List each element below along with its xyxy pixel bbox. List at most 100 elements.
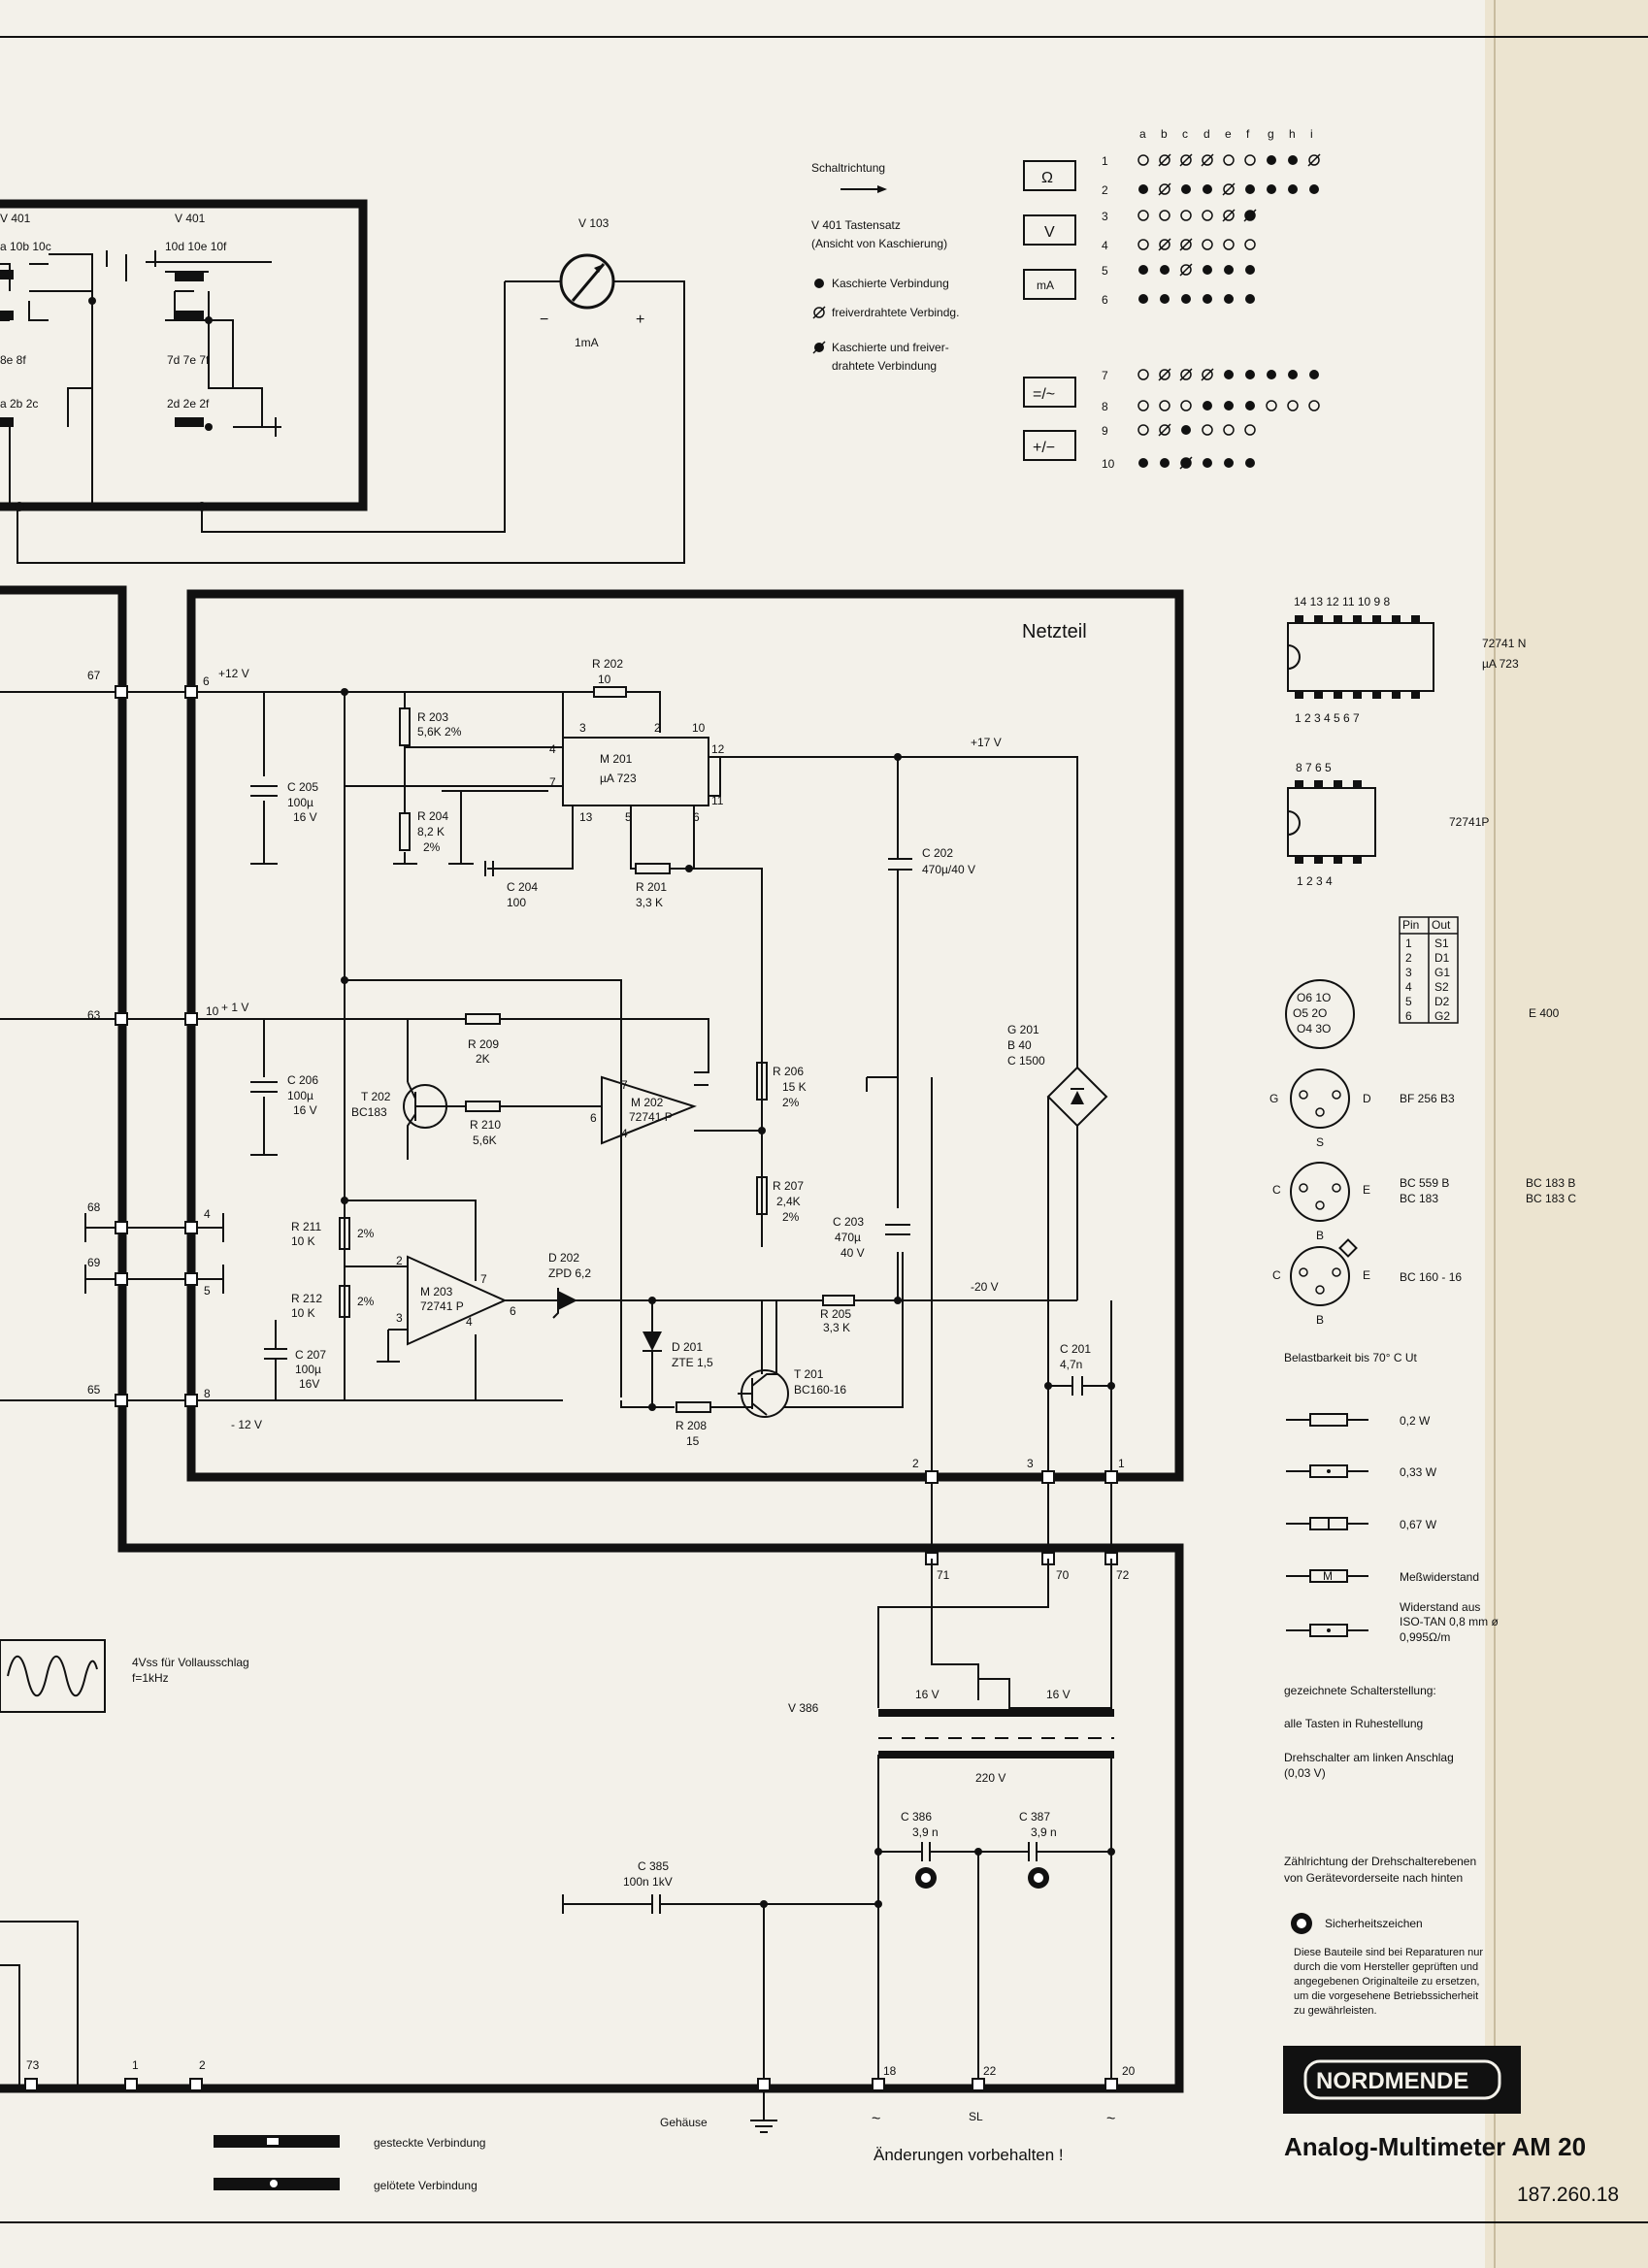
matrix-cell bbox=[1137, 239, 1149, 250]
c205-voltage: 16 V bbox=[293, 810, 317, 824]
matrix-cell bbox=[1267, 370, 1276, 379]
key-milliamp: mA bbox=[1037, 279, 1054, 292]
pin-20: 20 bbox=[1122, 2064, 1136, 2078]
m203-pin3: 3 bbox=[396, 1311, 403, 1325]
sl-label: SL bbox=[969, 2110, 983, 2123]
product-title: Analog-Multimeter AM 20 bbox=[1284, 2132, 1586, 2161]
matrix-cell bbox=[1245, 294, 1255, 304]
rating-label: 0,33 W bbox=[1400, 1465, 1437, 1479]
matrix-cell bbox=[1245, 265, 1255, 275]
rating-label: Meßwiderstand bbox=[1400, 1570, 1479, 1584]
r203-label: R 203 bbox=[417, 710, 448, 724]
note-5: Zählrichtung der Drehschalterebenen bbox=[1284, 1855, 1476, 1868]
matrix-col-label: d bbox=[1203, 127, 1210, 141]
g201-b40: B 40 bbox=[1007, 1038, 1032, 1052]
matrix-cell bbox=[1223, 424, 1235, 436]
matrix-cell bbox=[1181, 294, 1191, 304]
r212-tolerance: 2% bbox=[357, 1295, 375, 1308]
label-minus12: - 12 V bbox=[231, 1418, 262, 1431]
bc183c-type: BC 183 C bbox=[1526, 1192, 1576, 1205]
c387-value: 3,9 n bbox=[1031, 1825, 1057, 1839]
matrix-cell bbox=[1224, 370, 1234, 379]
connection-legend: gesteckte Verbindung gelötete Verbindung… bbox=[214, 2135, 1064, 2192]
pin-table-cell: G2 bbox=[1434, 1009, 1450, 1023]
matrix-cell bbox=[1180, 210, 1192, 221]
c386-label: C 386 bbox=[901, 1810, 932, 1824]
meter-minus: − bbox=[540, 312, 548, 328]
c207-label: C 207 bbox=[295, 1348, 326, 1362]
r208-value: 15 bbox=[686, 1434, 700, 1448]
pin-table-cell: 6 bbox=[1405, 1009, 1412, 1023]
matrix-cell bbox=[1224, 265, 1234, 275]
matrix-cell bbox=[1138, 458, 1148, 468]
matrix-cell bbox=[1244, 424, 1256, 436]
m201-pin7: 7 bbox=[549, 775, 556, 789]
r211-label: R 211 bbox=[291, 1220, 321, 1233]
matrix-col-label: g bbox=[1268, 127, 1274, 141]
branding: NORDMENDE Analog-Multimeter AM 20 187.26… bbox=[1283, 2046, 1619, 2206]
switch-pins-2-right: 2d 2e 2f bbox=[167, 397, 210, 411]
can-pins-row3: O4 3O bbox=[1297, 1022, 1331, 1035]
matrix-col-label: e bbox=[1225, 127, 1232, 141]
key-ac-dc: =/~ bbox=[1033, 386, 1055, 403]
gesteckt-label: gesteckte Verbindung bbox=[374, 2136, 485, 2150]
m202-pin7: 7 bbox=[621, 1078, 628, 1092]
safety-text-2: durch die vom Hersteller geprüften und bbox=[1294, 1961, 1478, 1973]
m201-pin3: 3 bbox=[579, 721, 586, 735]
pin-18: 18 bbox=[883, 2064, 897, 2078]
ic2-top-pins: 8 7 6 5 bbox=[1296, 761, 1332, 774]
c202-value: 470µ/40 V bbox=[922, 863, 975, 876]
pin-73: 73 bbox=[26, 2058, 40, 2072]
m202-pin4: 4 bbox=[621, 1127, 628, 1140]
bc-b: B bbox=[1316, 1229, 1324, 1242]
c201-value: 4,7n bbox=[1060, 1358, 1082, 1371]
m203-type: 72741 P bbox=[420, 1299, 464, 1313]
matrix-cell bbox=[1138, 294, 1148, 304]
m201-pin10: 10 bbox=[692, 721, 706, 735]
pin-table-cell: 2 bbox=[1405, 951, 1412, 965]
matrix-cell bbox=[1180, 154, 1192, 166]
matrix-col-label: f bbox=[1246, 127, 1250, 141]
matrix-cell bbox=[1180, 239, 1192, 250]
matrix-cell bbox=[1180, 264, 1192, 276]
d202-type: ZPD 6,2 bbox=[548, 1266, 591, 1280]
iso-line-3: 0,995Ω/m bbox=[1400, 1630, 1450, 1644]
bc160-b: B bbox=[1316, 1313, 1324, 1327]
pin-table-header: Out bbox=[1432, 918, 1451, 932]
c387-label: C 387 bbox=[1019, 1810, 1050, 1824]
bf-g: G bbox=[1269, 1092, 1278, 1105]
bc559-type: BC 559 B bbox=[1400, 1176, 1449, 1190]
m201-pin2: 2 bbox=[654, 721, 661, 735]
r203-value: 5,6K 2% bbox=[417, 725, 462, 739]
matrix-cell bbox=[1138, 265, 1148, 275]
matrix-cell bbox=[1223, 210, 1235, 221]
label-minus20: -20 V bbox=[971, 1280, 999, 1294]
out-pin-2: 2 bbox=[912, 1457, 919, 1470]
r211-tolerance: 2% bbox=[357, 1227, 375, 1240]
pin-6: 6 bbox=[203, 674, 210, 688]
switch-pins-7-right: 7d 7e 7f bbox=[167, 353, 210, 367]
matrix-cell bbox=[1203, 265, 1212, 275]
out-pin-1: 1 bbox=[1118, 1457, 1125, 1470]
pin-5: 5 bbox=[204, 1284, 211, 1298]
matrix-cell bbox=[1203, 184, 1212, 194]
matrix-cell bbox=[1137, 400, 1149, 411]
r206-value: 15 K bbox=[782, 1080, 807, 1094]
c385-label: C 385 bbox=[638, 1859, 669, 1873]
pin-table-cell: S1 bbox=[1434, 937, 1449, 950]
switch-pins-2-left: a 2b 2c bbox=[0, 397, 38, 411]
power-supply: Netzteil 67 63 68 69 65 6 10 4 5 8 +12 V… bbox=[0, 585, 1184, 2093]
r201-value: 3,3 K bbox=[636, 896, 663, 909]
matrix-cell bbox=[1288, 155, 1298, 165]
pin-table-cell: 4 bbox=[1405, 980, 1412, 994]
r206-tolerance: 2% bbox=[782, 1096, 800, 1109]
c206-voltage: 16 V bbox=[293, 1103, 317, 1117]
wire-67: 67 bbox=[87, 669, 101, 682]
transformer-name: V 386 bbox=[788, 1701, 819, 1715]
ac-symbol-right: ~ bbox=[1106, 2111, 1115, 2127]
c203-label: C 203 bbox=[833, 1215, 864, 1229]
sec-left-label: 16 V bbox=[915, 1688, 939, 1701]
key-ohm: Ω bbox=[1041, 170, 1053, 186]
matrix-row-label: 10 bbox=[1102, 457, 1115, 471]
